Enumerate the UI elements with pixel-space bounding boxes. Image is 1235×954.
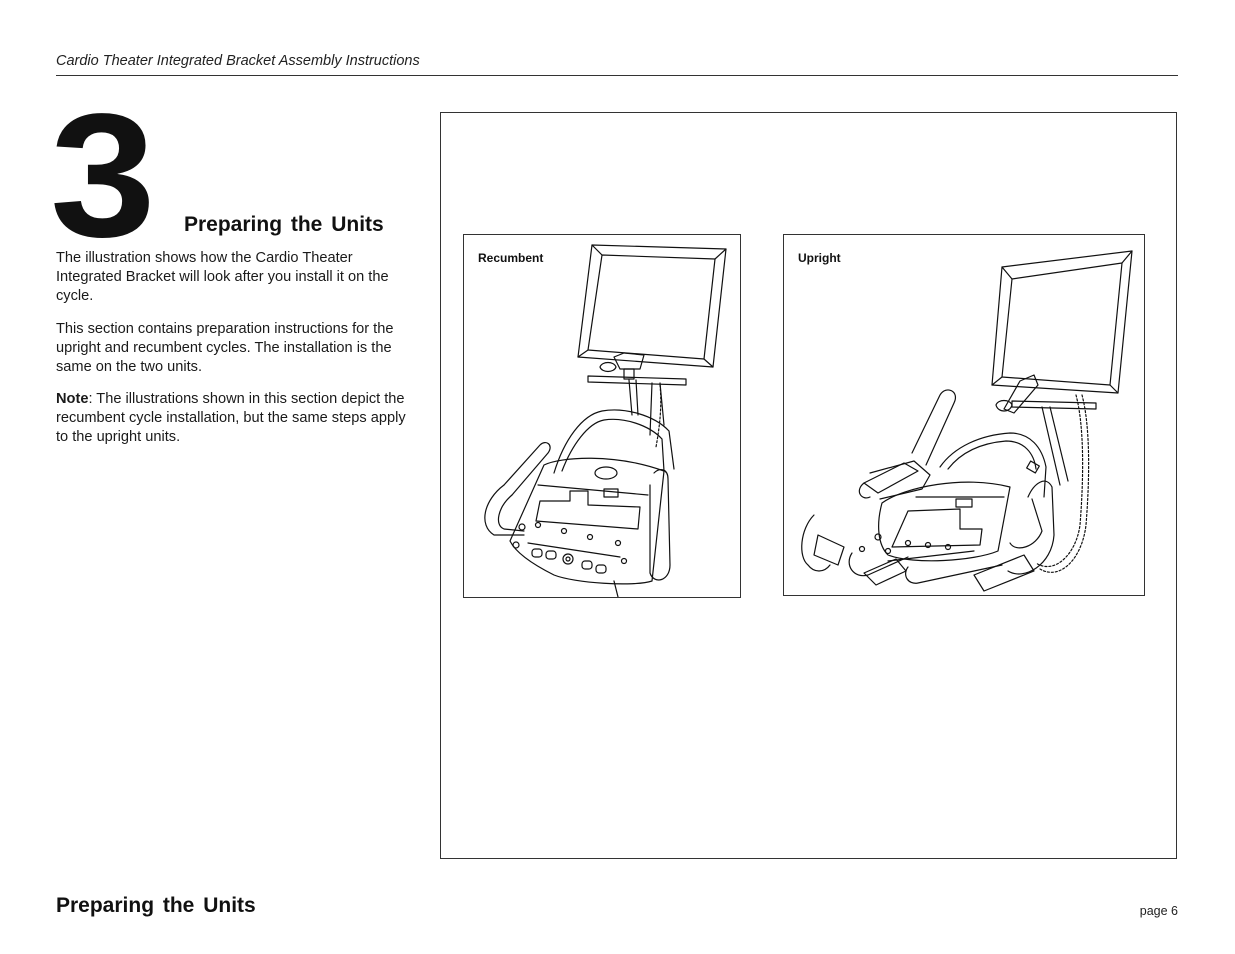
page-number: page 6 [1139, 904, 1178, 918]
document-header-title: Cardio Theater Integrated Bracket Assemb… [56, 53, 420, 69]
footer-section-title: Preparing the Units [56, 894, 256, 917]
upright-label: Upright [798, 251, 841, 265]
note-paragraph: Note: The illustrations shown in this se… [56, 390, 418, 448]
intro-paragraph: The illustration shows how the Cardio Th… [56, 250, 389, 305]
section-title: Preparing the Units [184, 213, 384, 236]
upright-cycle-drawing [801, 250, 1133, 592]
preparation-paragraph: This section contains preparation instru… [56, 321, 394, 376]
note-label: Note [56, 391, 89, 407]
recumbent-label: Recumbent [478, 251, 544, 265]
recumbent-cycle-drawing [484, 244, 727, 597]
header-divider [56, 75, 1178, 76]
note-text: : The illustrations shown in this sectio… [56, 391, 406, 446]
recumbent-illustration-panel: Recumbent [463, 234, 741, 598]
upright-illustration-panel: Upright [783, 234, 1145, 596]
section-number: 3 [50, 78, 156, 274]
illustration-frame [440, 112, 1177, 859]
